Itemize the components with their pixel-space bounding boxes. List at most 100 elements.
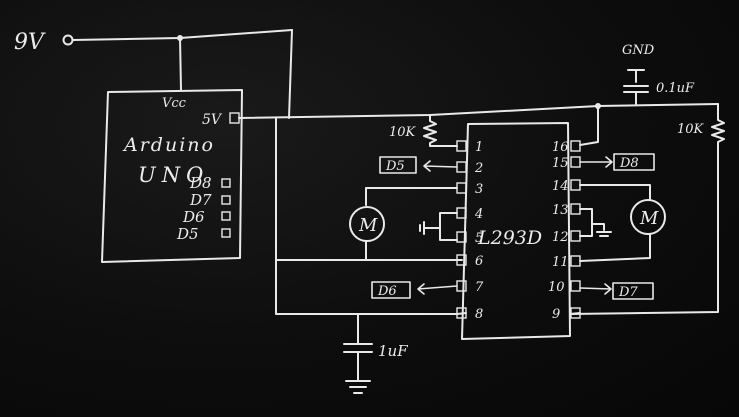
motor-left-label: M (358, 215, 378, 236)
arduino-pin-pad (221, 178, 231, 188)
motor-right-wire-bottom (579, 233, 651, 262)
arduino-5v-pad (229, 112, 240, 124)
signal-box-label: D8 (619, 156, 639, 171)
chip-pin-number: 14 (552, 179, 569, 194)
chip-pin-number: 8 (475, 307, 483, 322)
vcc-wire (179, 37, 182, 91)
signal-pin7: D6 (371, 281, 458, 299)
chip-pin-number: 11 (552, 255, 569, 270)
chip-left-pins: 1 2 3 4 5 6 7 8 (456, 140, 484, 322)
resistor-left-label: 10K (389, 125, 417, 140)
chip-pin-number: 15 (552, 156, 569, 171)
chip-pin-pad (456, 161, 467, 173)
chip-pin-pad (456, 254, 467, 266)
pin9-wire (569, 312, 581, 315)
signal-box-label: D5 (385, 159, 405, 174)
signal-box-d8 (613, 153, 655, 171)
ground-right-symbol (591, 223, 612, 237)
cap-bottom (343, 313, 373, 382)
arduino-model: UNO (138, 163, 209, 187)
signal-box-d7 (612, 282, 654, 300)
arduino-vcc-label: Vcc (162, 96, 187, 111)
arduino-pin-label: D5 (176, 225, 199, 243)
chip-pin-number: 10 (548, 280, 565, 295)
chip-pin-pad (570, 203, 581, 215)
chip-pin-pad (570, 156, 581, 168)
motor-right-wire-top (579, 184, 651, 200)
motor-left-symbol (349, 206, 385, 242)
chip-pin-number: 1 (475, 140, 483, 155)
cap-top-label: 0.1uF (656, 81, 695, 96)
arduino-pin-pad (221, 211, 231, 221)
supply-label: 9V (14, 30, 46, 55)
ground-rail-left (275, 117, 458, 315)
cap-bottom-label: 1uF (378, 342, 408, 360)
arduino-name: Arduino (122, 134, 215, 156)
chip-pin-number: 13 (552, 203, 569, 218)
chip-pin-number: 7 (475, 280, 484, 295)
cap-top (623, 85, 649, 105)
signal-box-d6 (371, 281, 411, 299)
signal-box-d5 (379, 156, 417, 174)
arduino-pin-pad (221, 228, 231, 238)
cap-bottom-ground-symbol (345, 380, 371, 394)
motor-left-wire-top (365, 187, 458, 206)
ground-left-symbol (419, 221, 441, 235)
arduino-board (101, 89, 243, 263)
chip-pin-number: 5 (475, 231, 483, 246)
signal-box-label: D7 (618, 285, 638, 300)
l293d-chip (461, 122, 571, 340)
chip-pin-number: 9 (552, 307, 560, 322)
motor-right-symbol (630, 199, 666, 235)
ground-rail-right (569, 149, 719, 315)
resistor-right-label: 10K (677, 122, 705, 137)
chip-pin-number: 16 (552, 140, 569, 155)
arduino-pin-label: D7 (189, 191, 212, 209)
chip-pin-pad (570, 230, 581, 242)
chip-pin-number: 6 (475, 254, 483, 269)
chip-pin-number: 4 (474, 207, 483, 222)
arrow-right-icon (579, 156, 613, 168)
signal-box-label: D6 (377, 284, 397, 299)
supply-terminal (62, 34, 74, 46)
chip-pin-pad (570, 255, 581, 267)
supply-drop-wire (288, 29, 293, 119)
chip-pin-pad (456, 140, 467, 152)
arduino-pin-pad (221, 195, 231, 205)
chip-pin-number: 12 (552, 230, 569, 245)
chip-name: L293D (477, 227, 542, 249)
motor-right: M (579, 184, 666, 262)
arrow-left-icon (423, 160, 458, 172)
arduino-pins: D8 D7 D6 D5 (176, 174, 231, 243)
chip-pin-pad (570, 280, 581, 292)
signal-pin10: D7 (579, 282, 654, 300)
motor-right-label: M (639, 208, 659, 229)
signal-pin15: D8 (579, 153, 655, 171)
arrow-left-icon (417, 283, 458, 295)
resistor-left (423, 114, 458, 147)
chip-right-pins: 16 15 14 13 12 11 10 9 (548, 140, 581, 322)
chip-pin-number: 3 (475, 182, 483, 197)
resistor-right (711, 103, 725, 151)
pin16-wire (579, 105, 599, 146)
pin8-wire (456, 312, 467, 315)
chip-pin-pad (456, 280, 467, 292)
5v-rail (238, 103, 719, 119)
ground-pins-left (439, 212, 458, 241)
arrow-right-icon (579, 283, 612, 295)
motor-left: M (349, 187, 458, 260)
arduino-pin-label: D6 (182, 208, 205, 226)
cap-top-ground-symbol (627, 69, 645, 83)
chip-pin-pad (456, 231, 467, 243)
signal-pin2: D5 (379, 156, 458, 174)
ground-pins-right (579, 208, 593, 237)
arduino-pin-label: D8 (189, 174, 212, 192)
cap-top-gnd-label: GND (622, 43, 655, 58)
chip-pin-number: 2 (474, 161, 483, 176)
chip-pin-pad (570, 179, 581, 191)
chip-pin-pad (570, 140, 581, 152)
chip-pin-pad (456, 182, 467, 194)
arduino-5v-label: 5V (202, 112, 223, 128)
